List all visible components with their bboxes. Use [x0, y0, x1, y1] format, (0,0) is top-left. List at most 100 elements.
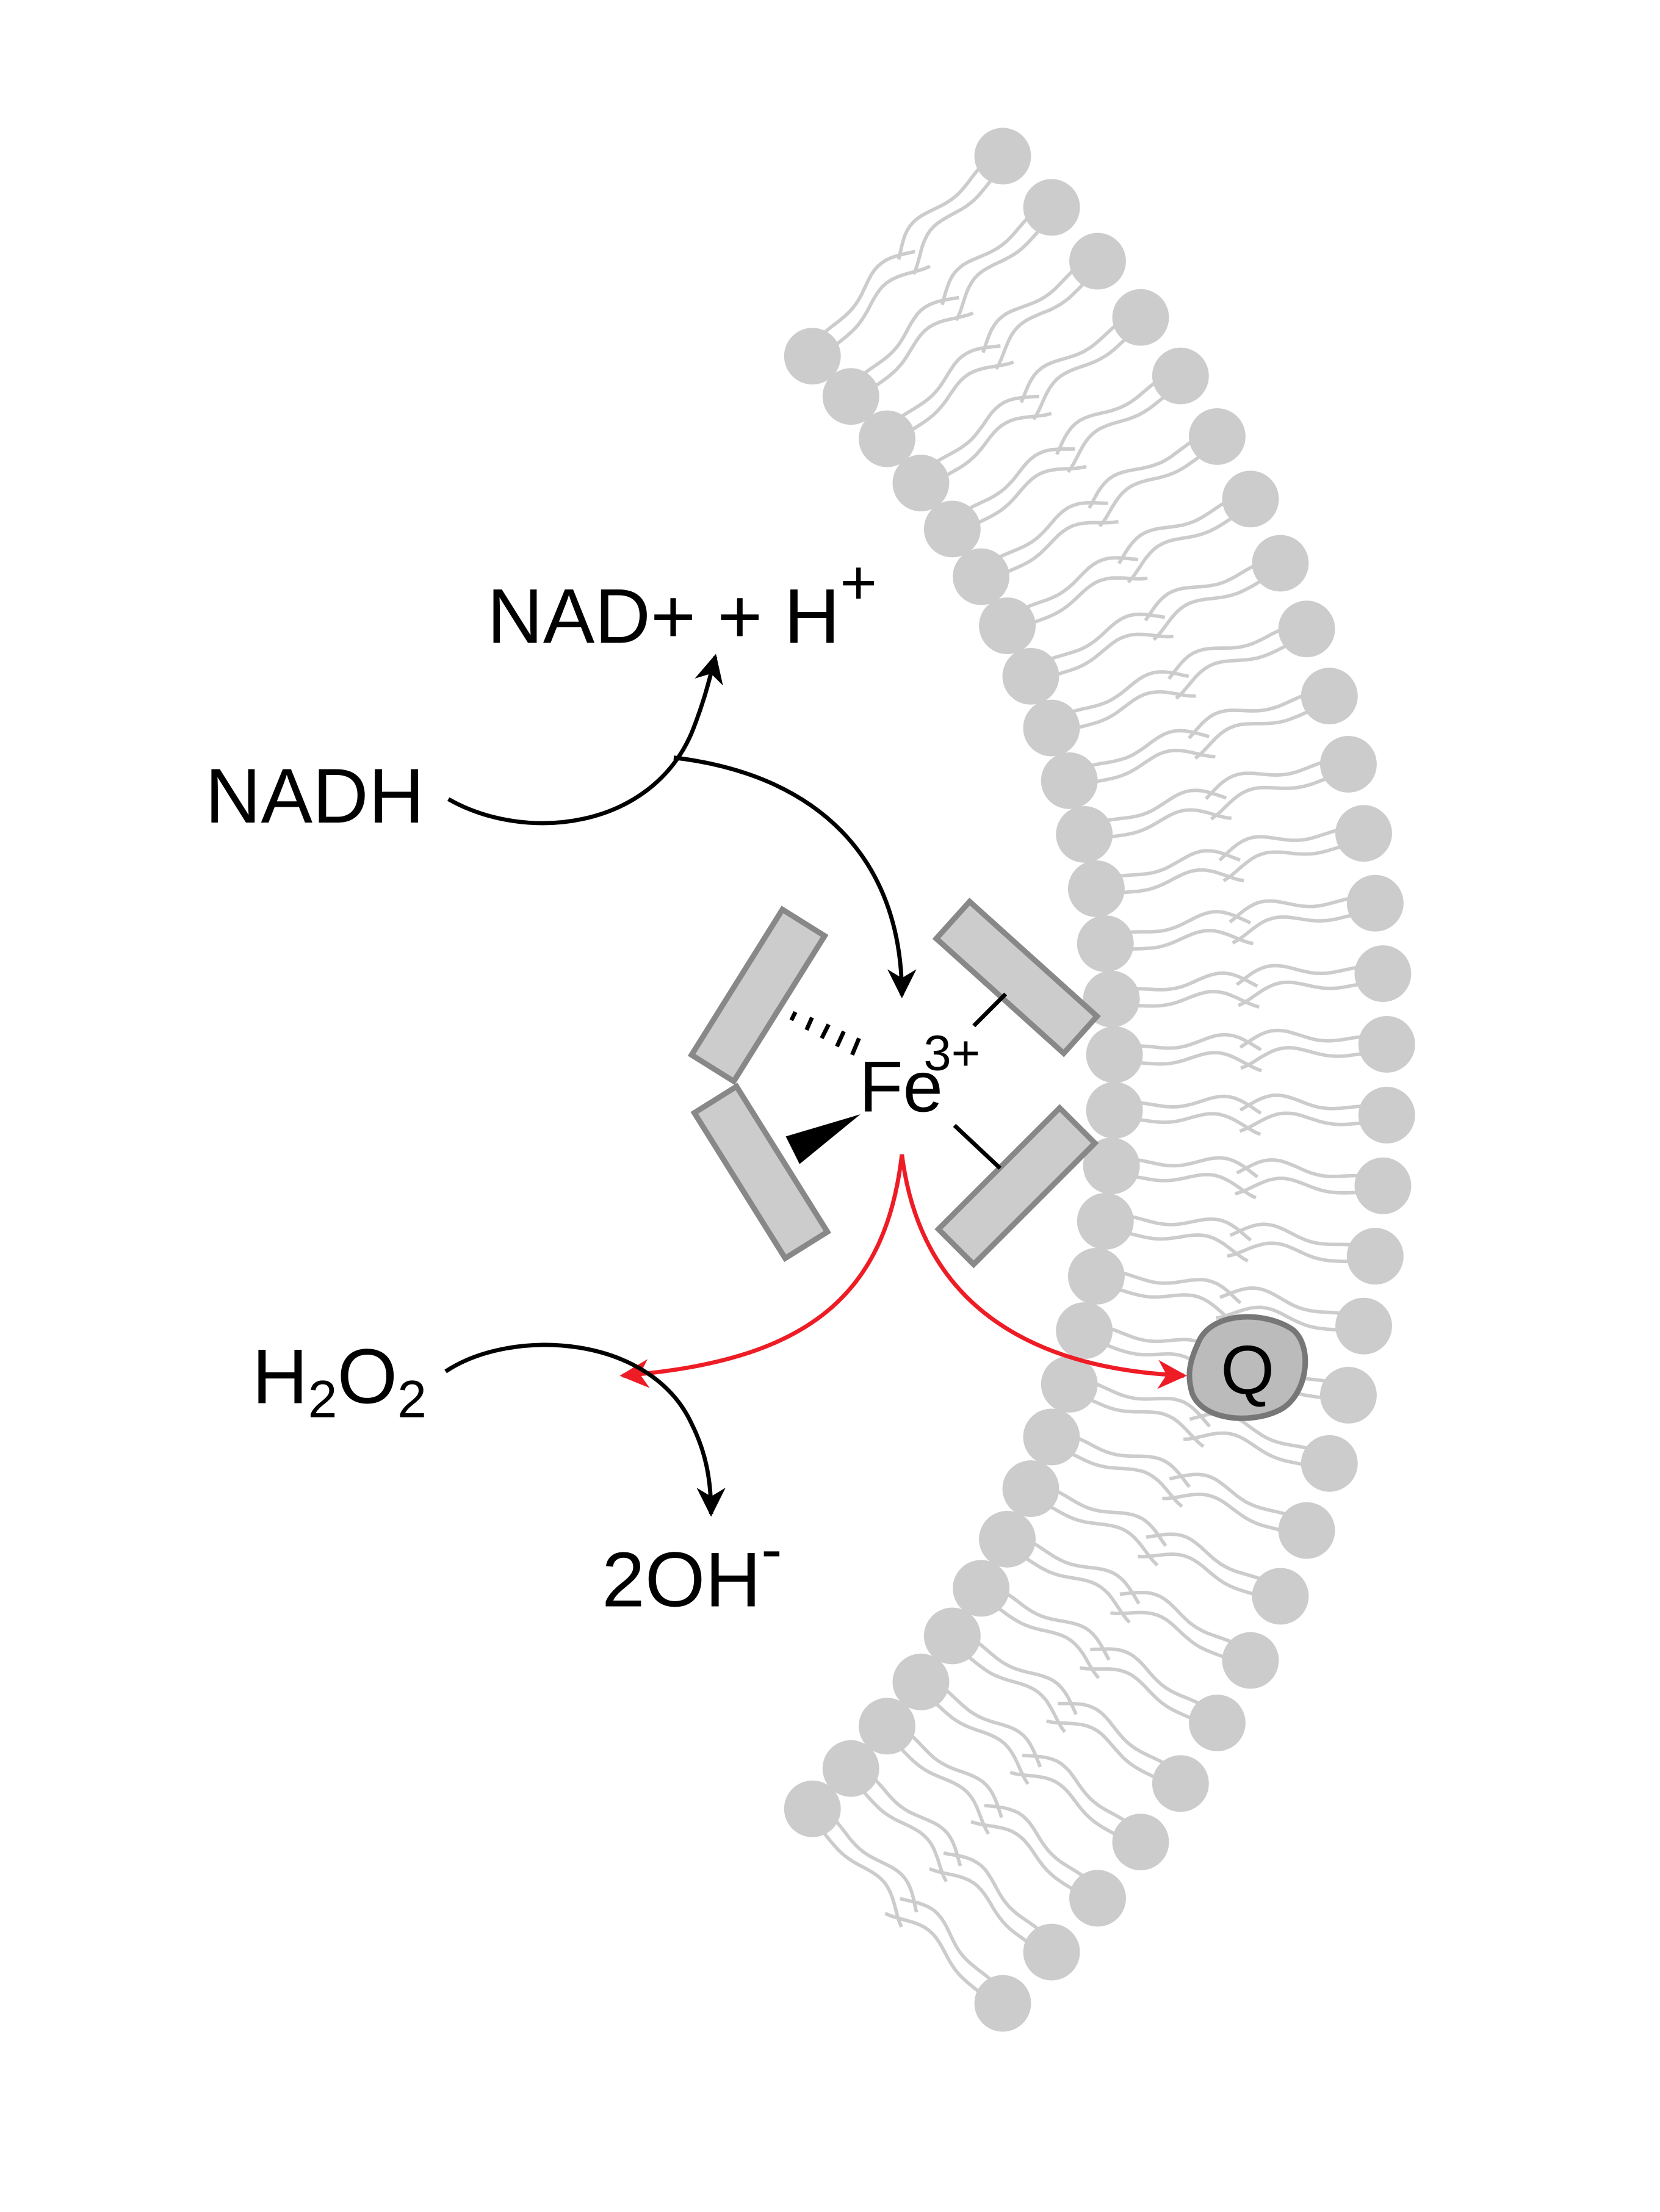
lipid-tail	[869, 1774, 962, 1867]
lipid-tail	[1227, 1241, 1355, 1264]
inner-lipid-head	[1067, 1248, 1125, 1305]
outer-lipid-head	[1301, 1435, 1358, 1492]
hydroxide-text: 2OH	[602, 1537, 761, 1623]
lipid-tail	[1027, 1538, 1141, 1605]
lipid-tail	[1116, 868, 1244, 895]
lipid-tail	[962, 1652, 1066, 1734]
h2o2-h: H	[252, 1333, 308, 1420]
lipid-tail	[1098, 452, 1206, 528]
lipid-tail	[1051, 1487, 1167, 1547]
lipid-tail	[1119, 1590, 1238, 1646]
lipid-tail	[1240, 1046, 1368, 1070]
lipid-tail	[1117, 499, 1230, 564]
inner-lipid-head	[1056, 805, 1113, 863]
lipid-tail	[1079, 1666, 1197, 1723]
inner-lipid-head	[1056, 1302, 1113, 1360]
lipid-tail	[895, 1743, 991, 1835]
hashed-bond	[789, 1011, 861, 1056]
lipid-tail	[1131, 990, 1260, 1009]
lipid-tail	[1001, 520, 1119, 576]
nadh-oxidation-arrow	[447, 654, 723, 826]
lipid-tail	[1229, 896, 1355, 924]
lipid-tail	[1001, 1589, 1111, 1661]
fe-to-quinone-arrow	[900, 1154, 1187, 1389]
lipid-tail	[1072, 690, 1196, 731]
quinone: Q	[1186, 1314, 1308, 1421]
lipid-tail	[1152, 577, 1267, 641]
coordination-bonds	[789, 992, 1008, 1170]
lipid-tail	[963, 447, 1075, 513]
outer-lipid-head	[1354, 945, 1412, 1003]
lipid-tail	[1100, 788, 1227, 824]
outer-lipid-head	[1346, 1228, 1404, 1285]
outer-lipid-head	[1188, 1695, 1246, 1751]
lipid-tail	[1125, 1214, 1252, 1242]
lipid-tail	[884, 1912, 984, 1997]
lipid-tail	[1146, 1532, 1267, 1583]
nadh-label: NADH	[205, 752, 424, 839]
outer-lipid-head	[1152, 347, 1209, 405]
lipid-tail	[1055, 378, 1161, 455]
inner-lipid-head	[1067, 860, 1125, 917]
heme-ligands	[687, 898, 1101, 1269]
lipid-tail	[1058, 1701, 1170, 1768]
lipid-tail	[895, 344, 1001, 422]
lipid-tail	[1133, 1032, 1262, 1051]
lipid-tail	[1027, 576, 1148, 627]
inner-lipid-head	[979, 1510, 1036, 1568]
hydroxide-charge: -	[761, 1514, 782, 1585]
inner-lipid-head	[1041, 752, 1098, 809]
outer-lipid-head	[1278, 600, 1335, 658]
lipid-tail	[1222, 843, 1347, 882]
lipid-tail	[940, 411, 1052, 480]
lipid-bilayer-membrane	[784, 128, 1415, 2032]
inner-lipid-head	[1077, 915, 1134, 972]
lipid-tail	[940, 1685, 1042, 1768]
lipid-tail	[1009, 1770, 1121, 1839]
outer-lipid-head	[1112, 1814, 1169, 1871]
quinone-blob	[1186, 1314, 1308, 1421]
nad-plus-label: NAD+ + H+	[487, 547, 877, 659]
iron-label: Fe3+	[859, 1026, 981, 1127]
bond-lower-right	[953, 1123, 1001, 1170]
lipid-tail	[1134, 1094, 1262, 1115]
outer-lipid-head	[1069, 1870, 1126, 1927]
lipid-tail	[1134, 1051, 1263, 1073]
lipid-tail	[931, 394, 1039, 467]
outer-lipid-head	[1252, 535, 1309, 592]
outer-lipid-head	[1301, 668, 1358, 725]
lipid-tail	[1022, 1753, 1131, 1826]
lipid-tail	[1238, 980, 1365, 1007]
lipid-tail	[1113, 849, 1241, 879]
lipid-tail	[818, 250, 915, 338]
lipid-tail	[1219, 1286, 1347, 1316]
lipid-tail	[1162, 1493, 1286, 1533]
inner-lipid-head	[892, 455, 950, 512]
lipid-tail	[1066, 392, 1170, 474]
wedge-bond	[785, 1114, 861, 1164]
h2o2-reduction-arrow	[444, 1342, 726, 1517]
lipid-tail	[972, 464, 1087, 527]
iron-symbol: Fe	[859, 1047, 943, 1127]
lipid-tail	[1116, 1270, 1242, 1305]
outer-lipid-head	[1023, 179, 1080, 236]
lipid-tail	[1236, 1158, 1365, 1178]
lipid-tail	[831, 1815, 918, 1913]
h2o2-sub1: 2	[308, 1370, 337, 1428]
inner-lipid-head	[1077, 1192, 1134, 1250]
lipid-tail	[1019, 320, 1122, 403]
lipid-tail	[1046, 1719, 1161, 1782]
lipid-tail	[1032, 334, 1131, 420]
h2o2-sub2: 2	[397, 1370, 427, 1428]
lipid-tail	[928, 1867, 1033, 1947]
inner-lipid-head	[784, 1780, 841, 1837]
inner-lipid-head	[859, 1698, 915, 1755]
lipid-tail	[992, 1604, 1100, 1679]
ligand-upper-right	[932, 898, 1101, 1057]
lipid-tail	[1169, 1472, 1292, 1518]
lipid-tail	[1125, 929, 1254, 951]
outer-lipid-head	[1152, 1755, 1209, 1812]
lipid-tail	[1084, 729, 1210, 769]
lipid-tail	[1131, 1156, 1259, 1178]
lipid-tail	[897, 162, 985, 260]
